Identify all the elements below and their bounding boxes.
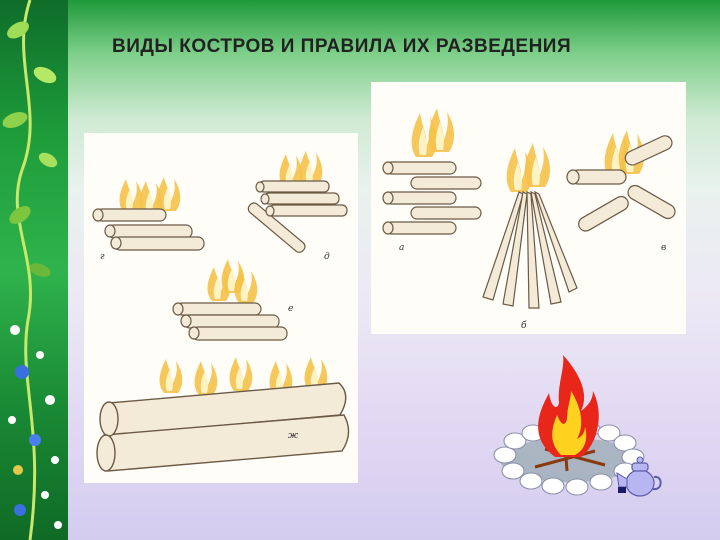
- fire-type-g: г: [92, 177, 205, 262]
- campfire-with-stones-clipart: [485, 355, 665, 505]
- slide-title: ВИДЫ КОСТРОВ И ПРАВИЛА ИХ РАЗВЕДЕНИЯ: [112, 36, 572, 57]
- fire-type-v: в: [566, 130, 676, 253]
- fire-type-zh: ж: [96, 357, 350, 472]
- leaf-vine-strip: [0, 0, 68, 540]
- label-e: е: [288, 304, 293, 314]
- campfire-drawings-left: г д: [92, 151, 350, 472]
- fire-type-a: а: [382, 108, 482, 253]
- label-b: б: [521, 320, 527, 331]
- label-g: г: [100, 252, 105, 262]
- fire-type-e: е: [172, 259, 293, 341]
- fire-type-d: д: [247, 151, 348, 262]
- label-zh: ж: [288, 431, 299, 441]
- campfire-types-illustration-right: а б в: [371, 82, 686, 334]
- campfire-types-illustration-left: г д: [84, 133, 358, 483]
- teapot-icon: [616, 456, 662, 497]
- campfire-clipart: [493, 355, 662, 497]
- label-a: а: [399, 243, 404, 253]
- campfire-drawings-right: а б в: [382, 108, 676, 331]
- label-v: в: [661, 243, 666, 253]
- label-d: д: [324, 252, 330, 262]
- fire-type-b: б: [482, 143, 578, 331]
- vine-decoration: [2, 0, 62, 540]
